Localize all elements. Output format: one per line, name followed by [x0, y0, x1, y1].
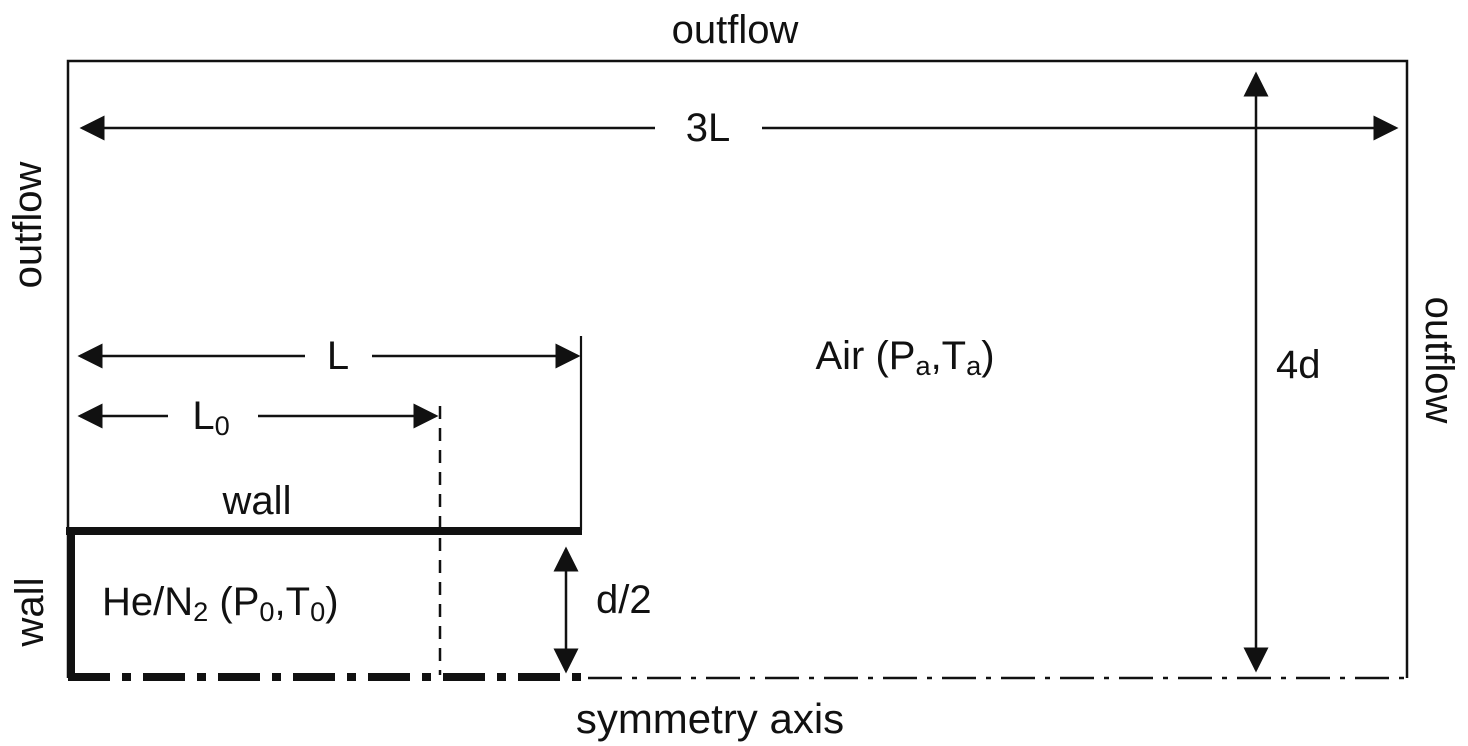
dimension-3l-label: 3L	[685, 106, 731, 150]
gas-region-label: He/N2 (P0,T0)	[102, 582, 339, 625]
nozzle-wall-label: wall	[222, 479, 292, 523]
air-label-sub: a	[966, 349, 982, 381]
dimension-l0-base: L	[192, 394, 215, 438]
gas-label-sub: 0	[310, 595, 326, 627]
air-label-part: Air (P	[815, 334, 916, 378]
gas-label-part: )	[325, 580, 339, 624]
air-label-part: ,T	[930, 334, 967, 378]
air-label-sub: a	[915, 349, 931, 381]
top-outflow-label: outflow	[671, 8, 799, 52]
dimension-4d-label: 4d	[1276, 343, 1321, 387]
dimension-l0-sub: 0	[214, 409, 230, 441]
gas-label-part: ,T	[274, 580, 311, 624]
dimension-l-label: L	[326, 334, 350, 378]
gas-label-part: He/N	[102, 580, 194, 624]
air-region-label: Air (Pa,Ta)	[815, 336, 994, 379]
dimension-l0-label: L0	[192, 396, 229, 439]
left-wall-label: wall	[8, 577, 52, 647]
domain-border	[66, 59, 1409, 678]
air-label-part: )	[981, 334, 995, 378]
gas-label-sub: 2	[193, 595, 209, 627]
gas-label-sub: 0	[259, 595, 275, 627]
gas-label-part: (P	[208, 580, 260, 624]
dimension-d2-label: d/2	[596, 578, 652, 622]
right-outflow-label: outflow	[1417, 296, 1461, 424]
symmetry-axis-label: symmetry axis	[575, 695, 845, 742]
left-outflow-label: outflow	[6, 161, 50, 289]
